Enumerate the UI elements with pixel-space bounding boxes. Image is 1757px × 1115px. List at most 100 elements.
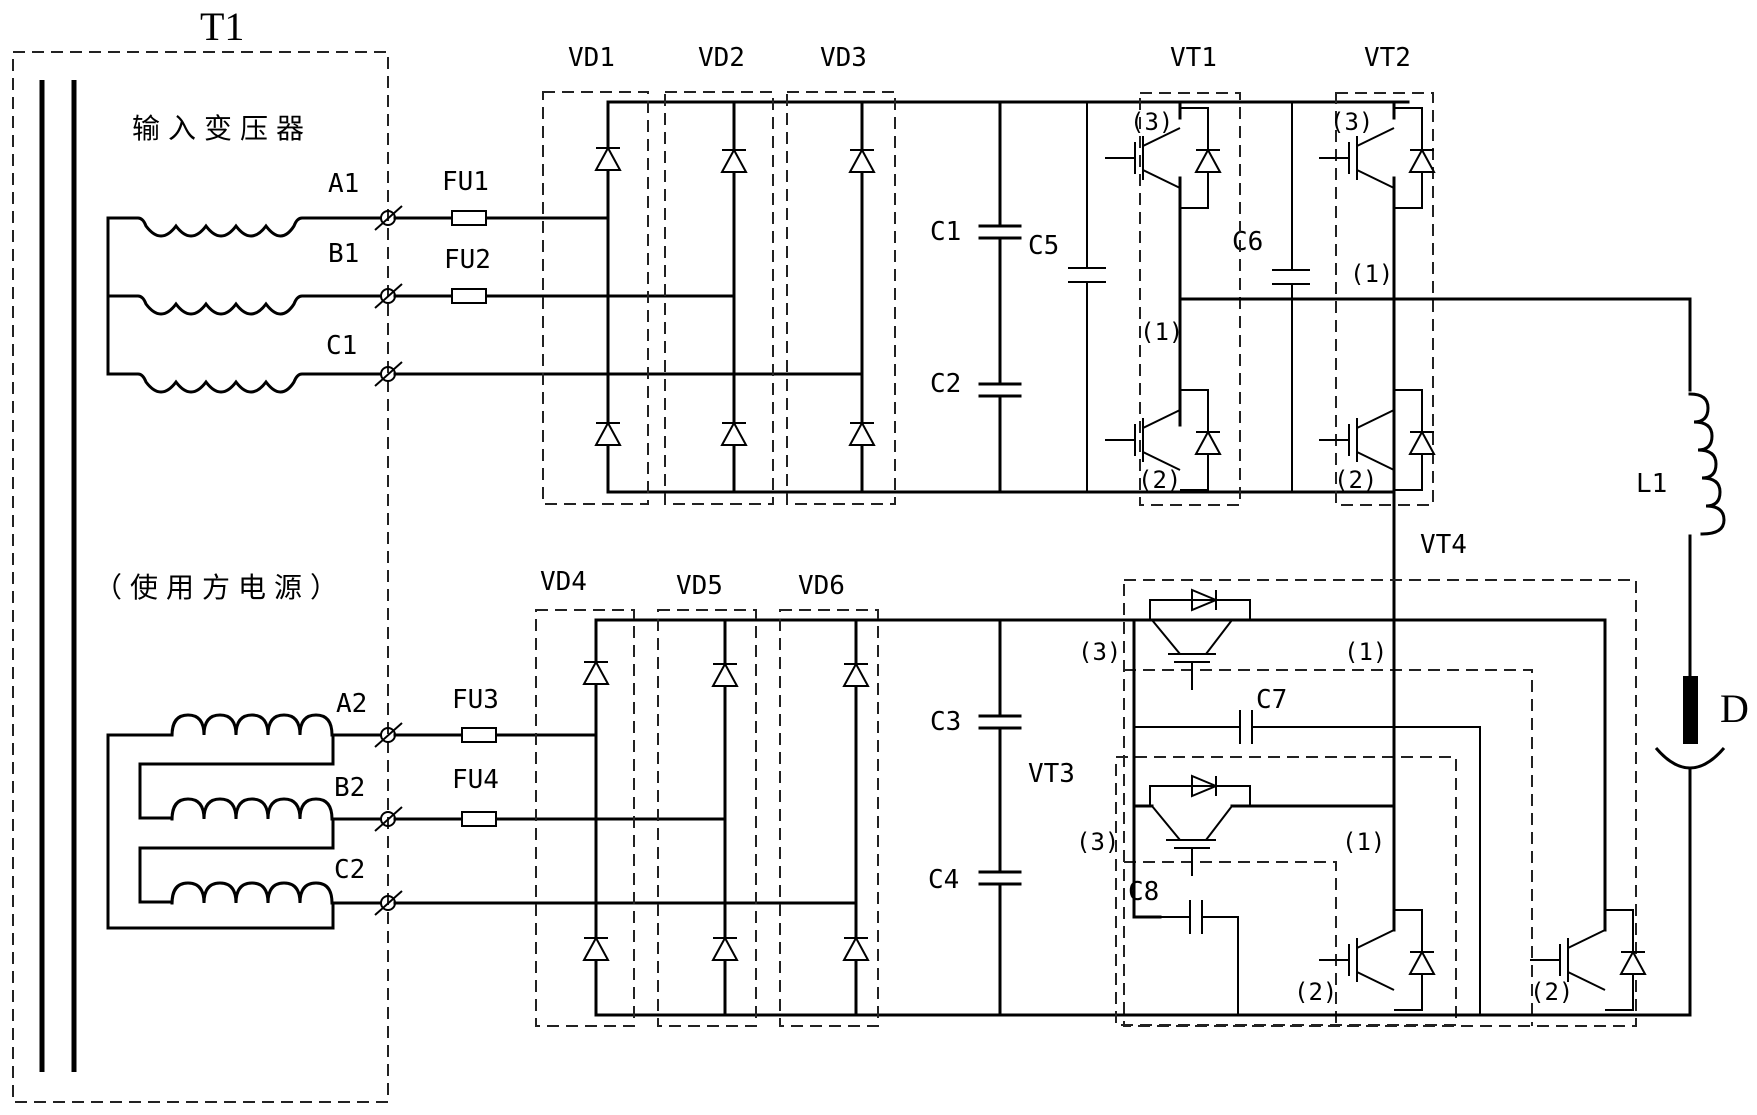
fuse-fu2 [451, 288, 487, 304]
fuse-label-fu2: FU2 [444, 245, 491, 275]
module-vd4 [535, 609, 635, 1027]
diode-icon [711, 661, 739, 687]
diode-icon [848, 420, 876, 446]
capacitor-label-c7: C7 [1256, 685, 1287, 715]
capacitor-label-c5: C5 [1028, 231, 1059, 261]
delta-link-3 [106, 733, 382, 930]
transformer-primary-title: 输入变压器 [132, 112, 312, 145]
delta-link-2 [138, 817, 382, 904]
module-label-vd6: VD6 [798, 571, 845, 601]
capacitor-label-c3: C3 [930, 707, 961, 737]
diode-icon [720, 420, 748, 446]
capacitor-label-c6: C6 [1232, 227, 1263, 257]
module-label-vd5: VD5 [676, 571, 723, 601]
lower-capacitor-bank: C3 C4 VT3 [928, 618, 1075, 1017]
winding-b1 [106, 294, 382, 316]
switch-vt1: VT1 (3) (1) (2) [1130, 43, 1241, 506]
lower-igbts [1319, 909, 1647, 1011]
diode-icon [842, 661, 870, 687]
upper-diodes [594, 145, 876, 446]
module-vt3-boundary [1115, 756, 1457, 1026]
vt1-pin2-label: (2) [1138, 466, 1181, 494]
upper-stage-diode-bypass [1149, 599, 1251, 620]
module-label-vt4: VT4 [1420, 530, 1467, 560]
fuse-label-fu3: FU3 [452, 685, 499, 715]
fuse-fu4 [461, 811, 497, 827]
upper-stage-pin1-label: (1) [1344, 638, 1387, 666]
vt1-pin1-label: (1) [1140, 318, 1183, 346]
output-node-line [1178, 297, 1692, 392]
lower-stage-pin3-label: (3) [1076, 828, 1119, 856]
terminal-label-a2: A2 [336, 689, 367, 719]
fuse-fu3 [461, 727, 497, 743]
vt4-inner-boundary [1124, 669, 1533, 1026]
capacitor-c1-symbol [978, 224, 1022, 240]
upper-rectifier-modules: VD1 VD2 VD3 [542, 43, 896, 505]
capacitor-c5-symbol [1068, 267, 1106, 283]
terminal-label-b2: B2 [334, 773, 365, 803]
load-cup [1654, 747, 1726, 770]
module-label-vd3: VD3 [820, 43, 867, 73]
vt1-lower-igbt-icon [1105, 389, 1222, 491]
terminal-label-a1: A1 [328, 169, 359, 199]
inductor-label: L1 [1636, 469, 1667, 499]
winding-c1 [106, 372, 382, 394]
upper-stage-diode [1191, 588, 1219, 612]
upper-igbts [1105, 107, 1436, 491]
module-vd2 [664, 91, 774, 505]
diode-icon [582, 935, 610, 961]
winding-a1 [106, 216, 382, 238]
module-vt2-boundary [1335, 92, 1434, 506]
capacitor-label-c4: C4 [928, 865, 959, 895]
module-vd6 [779, 609, 879, 1027]
diode-icon [711, 935, 739, 961]
module-label-vt2: VT2 [1364, 43, 1411, 73]
upper-stage-transistor [1151, 619, 1233, 690]
vt2-lower-igbt-icon [1319, 389, 1436, 491]
vt2-pin1-label: (1) [1350, 260, 1393, 288]
vt3-left-spine [1132, 618, 1162, 919]
transformer-secondary-title: （使用方电源） [94, 571, 346, 604]
vt4-pin2-label: (2) [1530, 978, 1573, 1006]
module-label-vt1: VT1 [1170, 43, 1217, 73]
terminal-label-b1: B1 [328, 239, 359, 269]
winding-group-1: A1 B1 C1 [106, 169, 382, 394]
transformer-label: T1 [200, 4, 244, 49]
vt3-pin2-label: (2) [1294, 978, 1337, 1006]
lower-diodes [582, 659, 870, 961]
lower-stage-pin1-label: (1) [1342, 828, 1385, 856]
vt1-pin3-label: (3) [1130, 108, 1173, 136]
module-vd5 [657, 609, 757, 1027]
capacitor-c2-symbol [978, 382, 1022, 398]
terminal-markers [374, 205, 403, 916]
capacitor-c4-symbol [978, 870, 1022, 886]
diode-icon [594, 145, 622, 171]
upper-stage-pin3-label: (3) [1078, 638, 1121, 666]
capacitor-label-c1: C1 [930, 217, 961, 247]
capacitor-c6-symbol [1272, 269, 1310, 285]
winding-b2 [170, 797, 335, 821]
inductor-l1: L1 [1636, 392, 1726, 678]
diode-icon [842, 935, 870, 961]
lower-stage-diode-bypass [1149, 785, 1251, 806]
module-label-vd2: VD2 [698, 43, 745, 73]
vt2-pin3-label: (3) [1330, 108, 1373, 136]
load-label: D [1720, 686, 1749, 731]
terminal-label-c1: C1 [326, 331, 357, 361]
capacitor-c7-symbol [1239, 710, 1253, 744]
lower-stage-diode [1191, 774, 1219, 798]
inductor-coil [1688, 392, 1726, 536]
fuse-fu1 [451, 210, 487, 226]
vt3-inner-boundary [1124, 861, 1337, 1026]
winding-c2 [170, 881, 335, 905]
diode-icon [594, 420, 622, 446]
lower-stage-transistor [1151, 805, 1233, 876]
vt4-igbt-icon [1530, 909, 1647, 1011]
c8-lines [1160, 916, 1239, 1015]
module-vd1 [542, 91, 649, 505]
diode-icon [720, 147, 748, 173]
c7-lines [1134, 726, 1481, 1015]
switch-label-vt3: VT3 [1028, 759, 1075, 789]
vt2-upper-igbt-icon [1319, 107, 1436, 209]
